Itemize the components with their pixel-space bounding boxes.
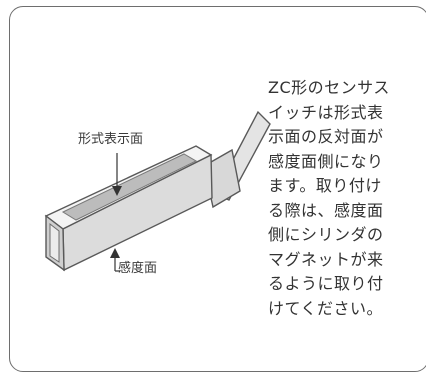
- description-line: けてください。: [268, 298, 384, 318]
- sensing-face-arrow: [110, 248, 120, 258]
- display-face-label: 形式表示面: [78, 132, 144, 147]
- description-line: 示面の反対面が: [268, 127, 384, 146]
- sensing-face-label: 感度面: [118, 261, 158, 276]
- description-line: るように取り付: [268, 274, 384, 293]
- display-face-arrow: [112, 186, 122, 196]
- description-line: ます。取り付け: [268, 176, 382, 195]
- description-line: マグネットが来: [268, 249, 384, 269]
- description-line: イッチは形式表: [268, 102, 384, 122]
- description-line: 感度面側になり: [268, 151, 384, 171]
- description-line: ZC形のセンサス: [268, 78, 390, 97]
- description-line: 側にシリンダの: [268, 225, 384, 244]
- description-line: る際は、感度面: [268, 200, 384, 220]
- sensor-front-cap: [49, 222, 60, 263]
- description-text: ZC形のセンサス イッチは形式表 示面の反対面が 感度面側になり ます。取り付け…: [268, 76, 426, 321]
- display-plate: [61, 153, 198, 221]
